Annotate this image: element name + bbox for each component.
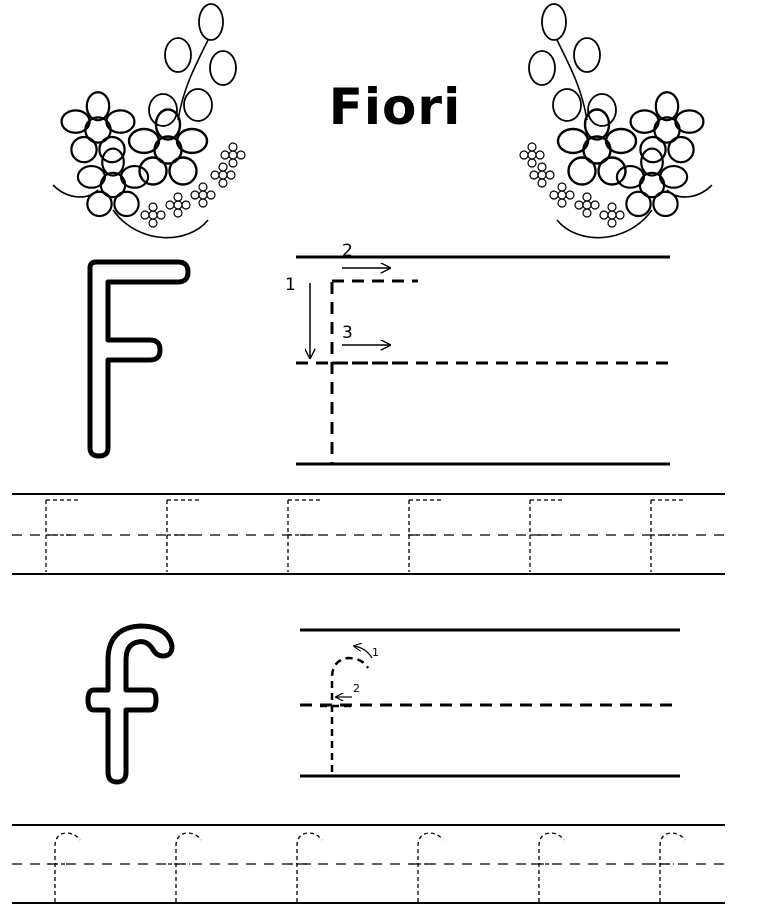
uppercase-stroke-arrows [310, 268, 390, 358]
lowercase-f-practice-glyph [289, 832, 323, 902]
uppercase-guide-lines [296, 255, 670, 466]
uppercase-f-practice-glyph [529, 499, 562, 572]
uppercase-f-practice-glyph [166, 499, 199, 572]
lowercase-practice-row [12, 824, 725, 904]
lower-stroke-number-1: 1 [372, 646, 379, 659]
lowercase-f-practice-glyph [531, 832, 565, 902]
stroke-number-3: 3 [342, 323, 353, 343]
letter-lowercase-f-outline [85, 623, 175, 785]
uppercase-f-practice-glyph [45, 499, 78, 572]
lowercase-f-practice-glyph [410, 832, 444, 902]
uppercase-f-practice-glyph [650, 499, 683, 572]
flower-bouquet-left-icon [53, 4, 245, 238]
lower-stroke-number-2: 2 [353, 682, 360, 695]
worksheet-title: Fiori [328, 78, 462, 136]
letter-uppercase-f-outline [87, 259, 191, 459]
lowercase-f-practice-glyph [168, 832, 202, 902]
uppercase-f-tracing [330, 279, 418, 464]
lowercase-f-practice-glyph [652, 832, 686, 902]
flower-bouquet-right-icon [520, 4, 712, 238]
lowercase-guide-lines [300, 628, 680, 778]
lowercase-stroke-arrows [336, 646, 373, 697]
lowercase-f-tracing [320, 656, 370, 772]
uppercase-practice-row [12, 493, 725, 575]
lowercase-f-practice-glyph [47, 832, 81, 902]
uppercase-f-practice-glyph [408, 499, 441, 572]
uppercase-f-practice-glyph [287, 499, 320, 572]
stroke-number-1: 1 [285, 275, 296, 295]
stroke-number-2: 2 [342, 241, 353, 261]
